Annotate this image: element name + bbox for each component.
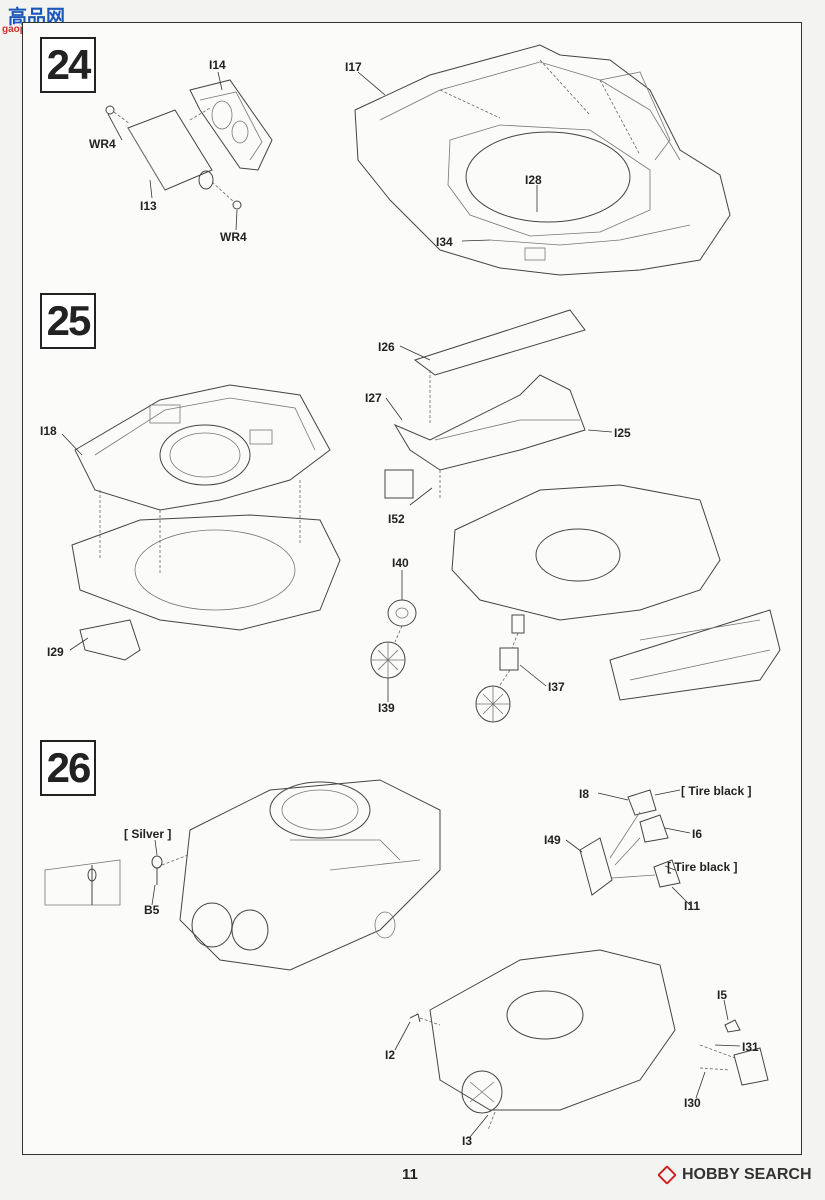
step25-part-i37 (475, 614, 525, 723)
paint-label: [ Tire black ] (667, 860, 738, 874)
step-number-25: 25 (40, 293, 96, 349)
part-label: I8 (579, 787, 590, 801)
page-number: 11 (402, 1166, 418, 1183)
part-label: I52 (388, 512, 405, 526)
part-label: I13 (140, 199, 157, 213)
part-label: I28 (525, 173, 542, 187)
brand-mark-icon (657, 1165, 677, 1185)
step26-part-periscopes (579, 789, 681, 896)
part-label: I2 (385, 1048, 396, 1062)
step25-part-i26-i27-i25 (384, 309, 586, 500)
part-label: I25 (614, 426, 631, 440)
step25-part-i40-i39 (370, 599, 417, 679)
callout-leader-lines (61, 71, 741, 1138)
step26-part-turret-front (179, 779, 441, 971)
part-label: I31 (742, 1040, 759, 1054)
part-label: I26 (378, 340, 395, 354)
footer-logo: HOBBY SEARCH (657, 1165, 812, 1185)
footer-logo-text: HOBBY SEARCH (682, 1166, 812, 1183)
step25-part-i29 (71, 480, 341, 661)
part-label: I18 (40, 424, 57, 438)
step25-part-i18 (74, 384, 331, 511)
step24-part-i14 (189, 79, 273, 171)
step26-part-b5-antenna (44, 854, 189, 906)
paint-label: [ Silver ] (124, 827, 172, 841)
instruction-page-frame (22, 22, 802, 1155)
step-number-26: 26 (40, 740, 96, 796)
part-label: I14 (209, 58, 226, 72)
part-label: I30 (684, 1096, 701, 1110)
part-label: I17 (345, 60, 362, 74)
step25-part-hull (451, 484, 781, 701)
step-number-24: 24 (40, 37, 96, 93)
part-label: WR4 (220, 230, 247, 244)
part-label: WR4 (89, 137, 116, 151)
part-label: I27 (365, 391, 382, 405)
step26-part-hull (409, 949, 769, 1131)
part-label: I40 (392, 556, 409, 570)
part-label: I37 (548, 680, 565, 694)
paint-label: [ Tire black ] (681, 784, 752, 798)
step24-part-i13 (105, 105, 242, 210)
step24-part-i17 (354, 44, 731, 276)
part-label: I29 (47, 645, 64, 659)
part-label: I49 (544, 833, 561, 847)
part-label: B5 (144, 903, 160, 917)
part-label: I34 (436, 235, 453, 249)
part-label: I3 (462, 1134, 473, 1148)
part-label: I11 (684, 899, 701, 913)
part-label: I39 (378, 701, 395, 715)
part-label: I6 (692, 827, 703, 841)
part-label: I5 (717, 988, 728, 1002)
